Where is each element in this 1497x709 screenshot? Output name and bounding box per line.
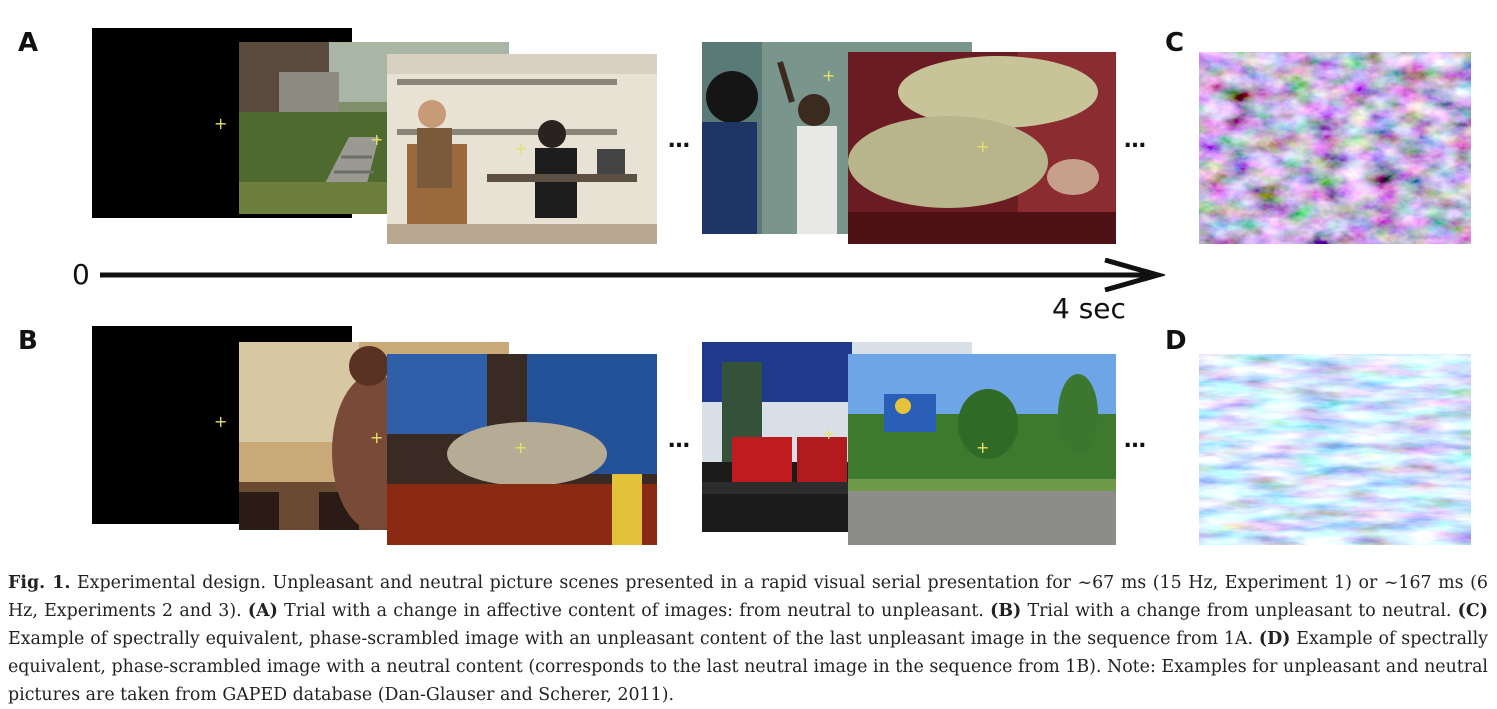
fixation-cross: +: [514, 139, 528, 158]
fixation-cross: +: [370, 130, 384, 149]
caption-ref-a: (A): [247, 601, 278, 621]
panel-label-b: B: [18, 326, 38, 356]
caption-text-b: Trial with a change from unpleasant to n…: [1021, 601, 1458, 621]
sequence-ellipsis: …: [1124, 428, 1148, 453]
timeline-start-label: 0: [72, 258, 90, 291]
panel-label-a: A: [18, 28, 39, 58]
sequence-ellipsis: …: [668, 428, 692, 453]
caption-text-c: Example of spectrally equivalent, phase-…: [8, 629, 1259, 649]
timeline-end-label: 4 sec: [1052, 292, 1126, 325]
figure-caption: Fig. 1. Experimental design. Unpleasant …: [8, 569, 1488, 709]
scrambled-image-neutral: [1199, 354, 1471, 545]
unpleasant-image-slaughter: [387, 354, 657, 545]
caption-text: Experimental design. Unpleasant and neut…: [8, 573, 1488, 621]
scrambled-image-unpleasant: [1199, 52, 1471, 244]
panel-label-c: C: [1165, 28, 1185, 58]
fixation-cross: +: [514, 438, 528, 457]
caption-label: Fig. 1.: [8, 573, 71, 593]
neutral-image-park-sign: [848, 354, 1116, 545]
fixation-cross: +: [976, 137, 990, 156]
fixation-cross: +: [822, 66, 836, 85]
fixation-cross: +: [214, 114, 228, 133]
sequence-ellipsis: …: [668, 128, 692, 153]
fixation-cross: +: [822, 424, 836, 443]
fixation-cross: +: [976, 438, 990, 457]
unpleasant-image-dead-animals: [848, 52, 1116, 244]
neutral-image-office: [387, 54, 657, 244]
caption-ref-b: (B): [990, 601, 1022, 621]
caption-ref-c: (C): [1457, 601, 1488, 621]
caption-ref-d: (D): [1258, 629, 1291, 649]
sequence-ellipsis: …: [1124, 128, 1148, 153]
caption-text-a: Trial with a change in affective content…: [277, 601, 991, 621]
fixation-cross: +: [370, 428, 384, 447]
panel-label-d: D: [1165, 326, 1187, 356]
caption-text-d: Example of spectrally equivalent, phase-…: [8, 629, 1488, 705]
figure: A B C D + +: [18, 28, 1471, 545]
fixation-cross: +: [214, 412, 228, 431]
timeline-arrow: [100, 258, 1165, 292]
